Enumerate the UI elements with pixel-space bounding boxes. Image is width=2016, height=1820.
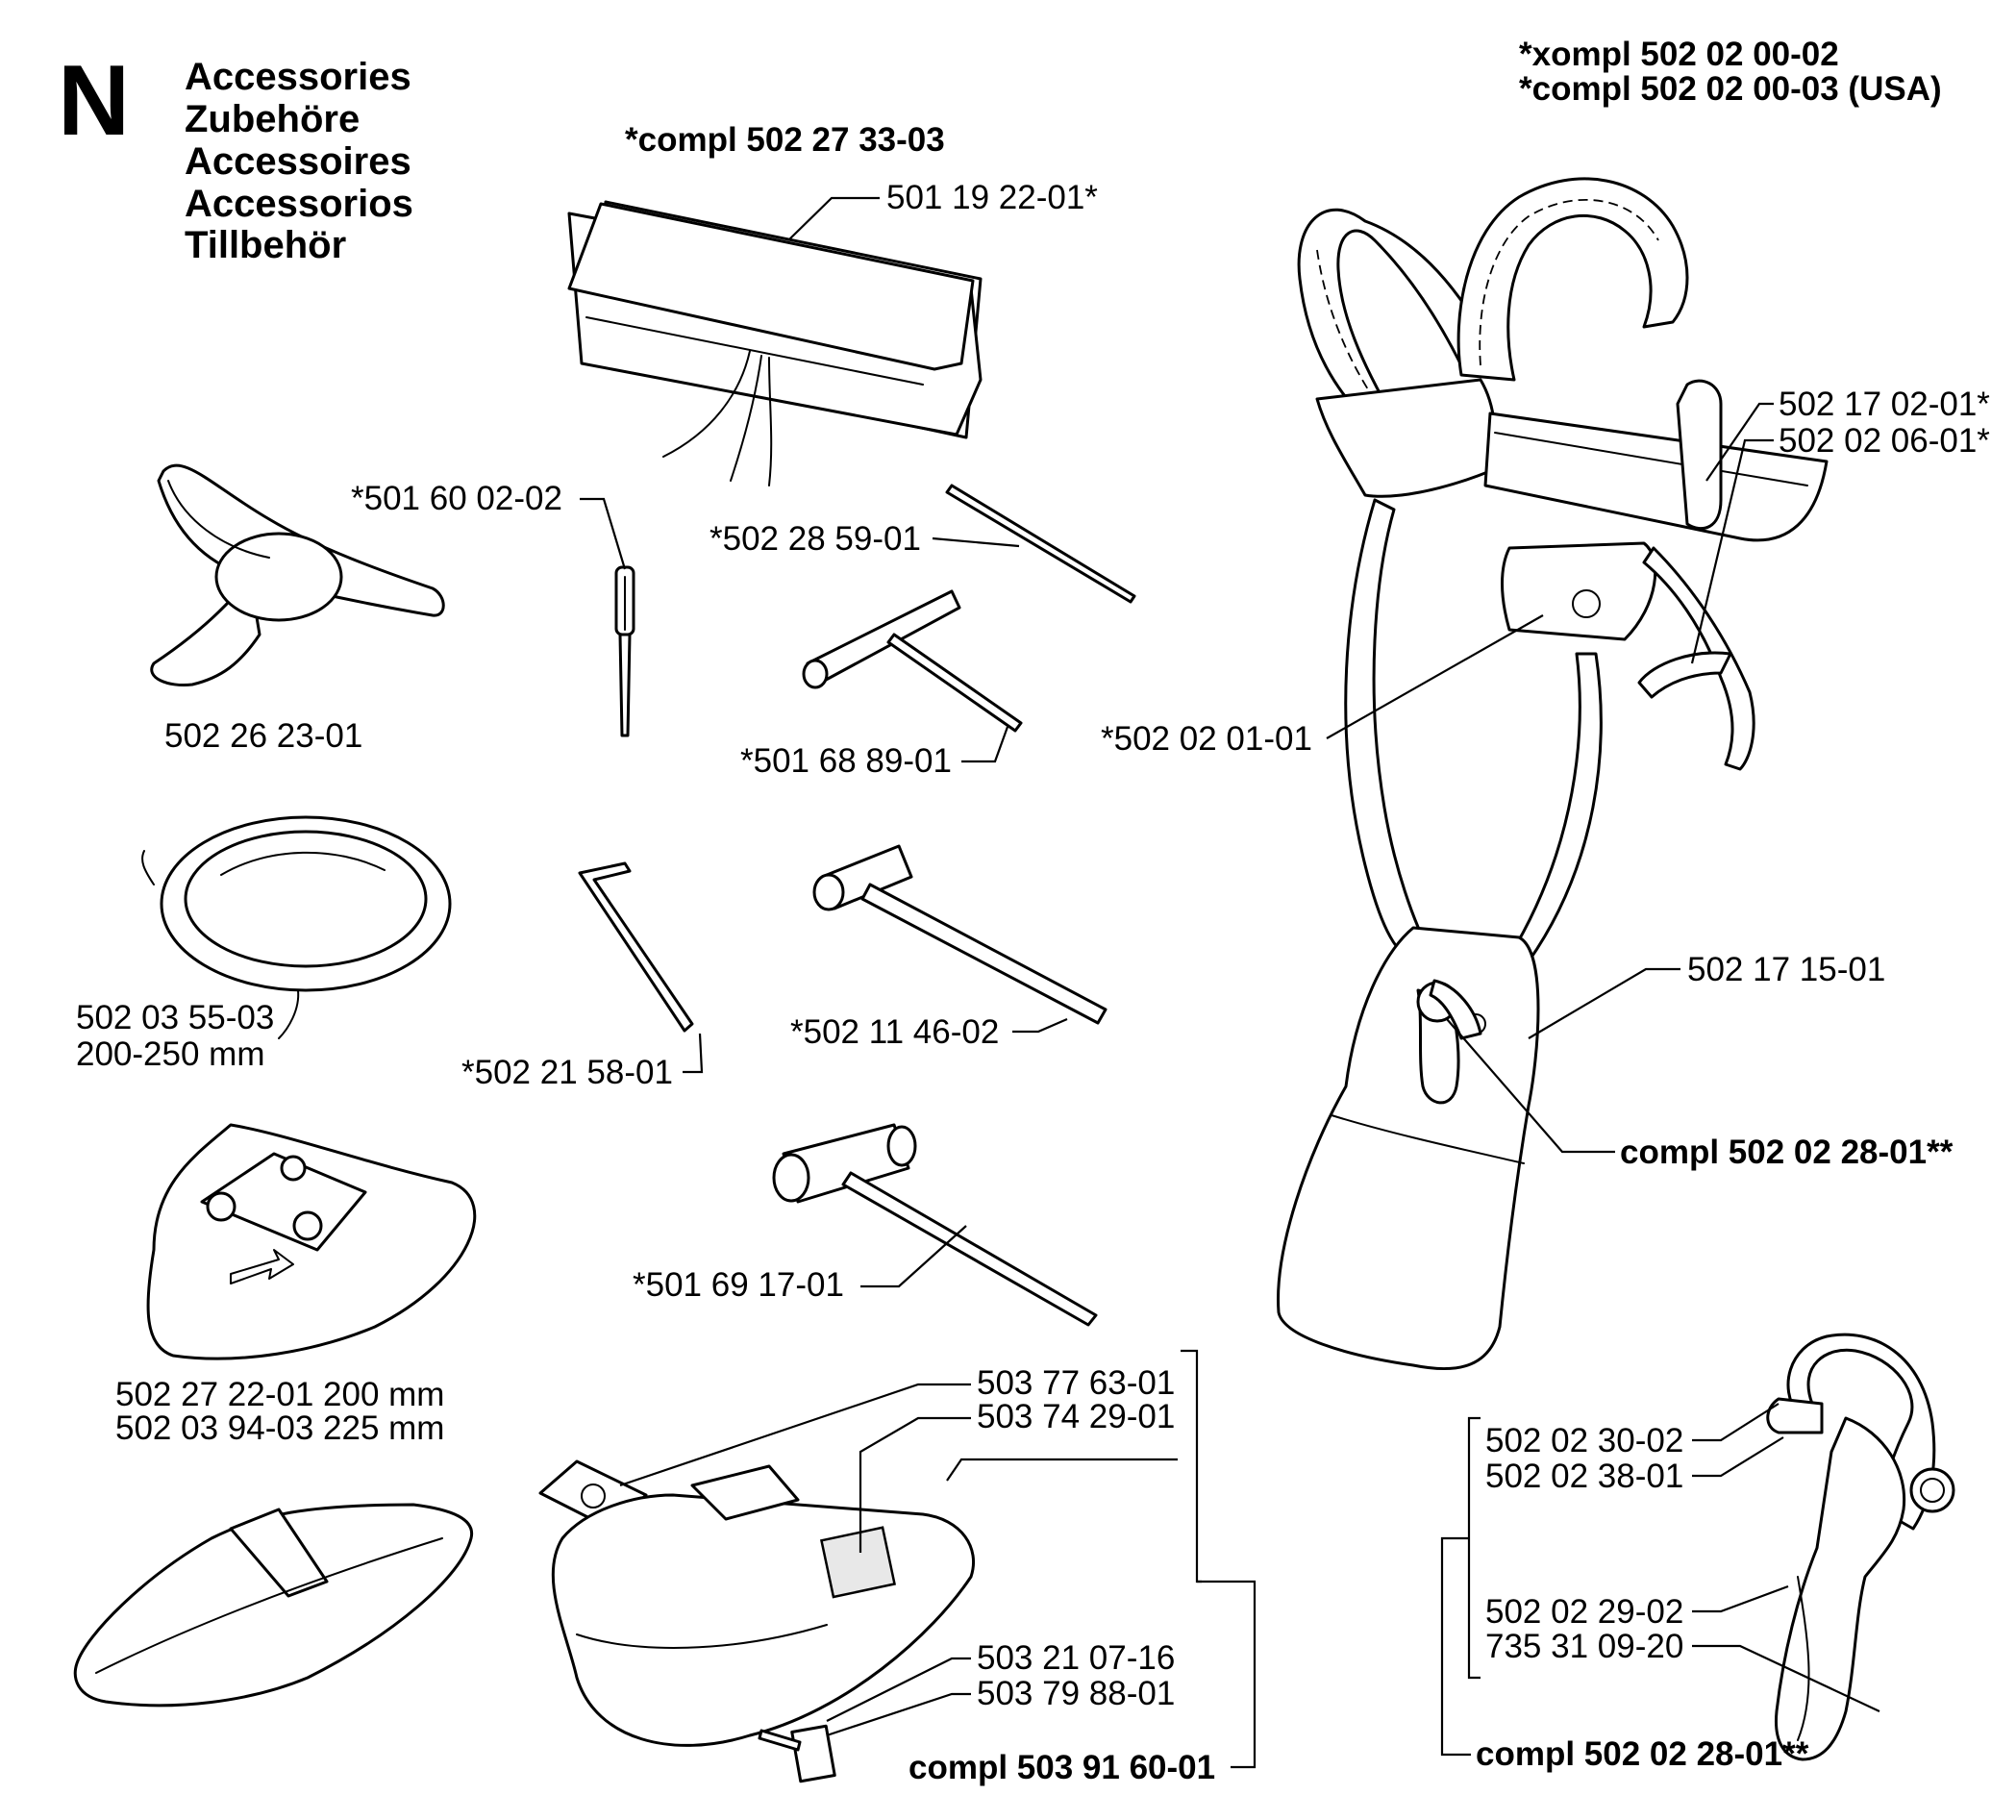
leader-nut-plate [826,1692,971,1737]
t-wrench-drawing [802,589,1023,733]
leader-hook-part-4 [1692,1644,1880,1712]
label-strap-buckle: 502 17 02-01* [1779,386,1990,423]
leader-screw [826,1657,971,1722]
label-support-cup: 502 26 23-01 [164,717,362,755]
label-plate: 503 77 63-01 [977,1364,1175,1402]
socket-wrench-drawing [812,844,1108,1025]
harness-header-2: *compl 502 02 00-03 (USA) [1519,70,1942,108]
leader-bag [787,196,880,241]
ring-guard-drawing [141,815,452,1039]
label-screwdriver: *501 60 02-02 [351,480,562,517]
label-nut-plate: 503 79 88-01 [977,1675,1175,1712]
leader-hook-part-1 [1692,1403,1780,1442]
support-cup-drawing [150,463,445,687]
title-en: Accessories [185,56,411,98]
label-ring-guard: 502 03 55-03 [76,999,274,1036]
leader-hex-key [683,1033,704,1074]
label-socket-wrench: *502 11 46-02 [790,1013,999,1051]
section-letter: N [58,45,130,157]
title-sv: Tillbehör [185,224,346,266]
screwdriver-drawing [614,565,635,737]
kit-bag-header: *compl 502 27 33-03 [625,121,945,159]
label-bag: 501 19 22-01* [886,179,1098,216]
flat-guard-drawing [73,1503,474,1708]
label-guard-225: 502 03 94-03 225 mm [115,1409,444,1447]
tool-bag-drawing [567,200,983,486]
leader-rod [932,536,1020,548]
bracket-guard-kit [1197,1580,1257,1769]
label-decal: 503 74 29-01 [977,1398,1175,1435]
label-hook-part-4: 735 31 09-20 [1485,1628,1683,1665]
title-es: Accessorios [185,183,413,225]
leader-socket-wrench [1012,1017,1068,1034]
label-screw: 503 21 07-16 [977,1639,1175,1677]
label-hex-key: *502 21 58-01 [461,1054,673,1091]
leader-plate [619,1383,971,1487]
hook-detail-drawing [1766,1333,1955,1761]
label-strap-hook: 502 02 06-01* [1779,422,1990,460]
label-ring-guard-size: 200-250 mm [76,1035,264,1073]
label-guard-200: 502 27 22-01 200 mm [115,1376,444,1413]
leader-t-wrench [961,726,1009,763]
section-titles: Accessories Zubehöre Accessoires Accesso… [185,56,413,266]
bracket-hook-parts [1467,1416,1481,1680]
leader-combi-wrench [860,1225,967,1288]
label-hip-pad: 502 17 15-01 [1687,951,1885,988]
label-hook-part-1: 502 02 30-02 [1485,1422,1683,1459]
guard-kit-drawing [538,1459,976,1783]
leader-hook-part-2 [1692,1436,1784,1478]
leader-hip-pad [1528,967,1680,1039]
label-guard-kit: compl 503 91 60-01 [908,1749,1215,1786]
label-hook-part-2: 502 02 38-01 [1485,1458,1683,1495]
trimmer-guard-drawing [146,1123,477,1360]
label-harness-plate: *502 02 01-01 [1101,720,1312,758]
label-combi-wrench: *501 69 17-01 [633,1266,844,1304]
leader-strap-hook [1690,438,1774,664]
harness-header-1: *xompl 502 02 00-02 [1519,36,1839,73]
label-hook-kit: compl 502 02 28-01** [1476,1735,1809,1773]
bracket-hook-kit [1440,1536,1471,1757]
title-de: Zubehöre [185,98,360,140]
harness-drawing [1277,177,1829,1371]
leader-strap-buckle [1705,402,1774,482]
label-rod: *502 28 59-01 [709,520,921,558]
label-t-wrench: *501 68 89-01 [740,742,952,780]
label-hook-assembly: compl 502 02 28-01** [1620,1134,1954,1171]
leader-guard [946,1458,1178,1482]
leader-hook-assembly [1446,1018,1615,1154]
leader-decal [859,1416,971,1553]
title-fr: Accessoires [185,140,411,183]
leader-screwdriver [580,497,627,570]
label-hook-part-3: 502 02 29-02 [1485,1593,1683,1631]
combi-wrench-drawing [772,1123,1098,1327]
rod-drawing [945,484,1136,604]
leader-harness-plate [1326,614,1544,739]
leader-hook-part-3 [1692,1584,1789,1613]
bracket-guard-kit-top [1181,1349,1202,1583]
hex-key-drawing [578,861,694,1033]
